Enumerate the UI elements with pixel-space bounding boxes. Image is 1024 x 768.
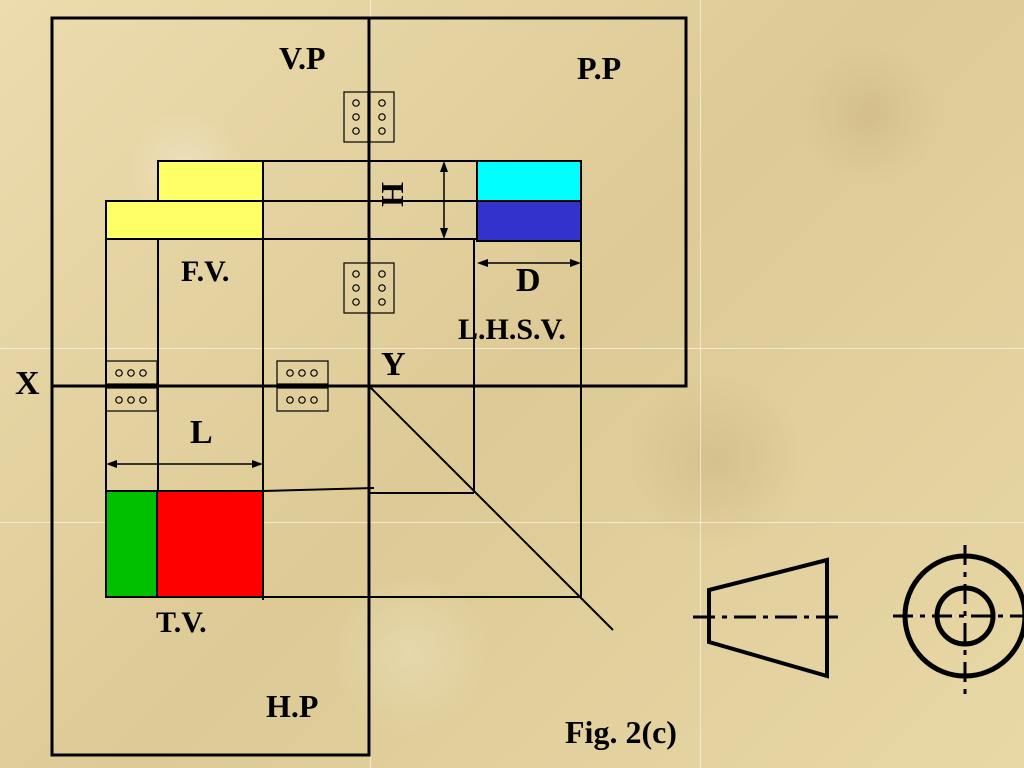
vertical-plane-label: V.P — [279, 40, 326, 76]
hinge-icon — [343, 91, 395, 143]
front-view-label: F.V. — [181, 255, 230, 288]
horizontal-plane-label: H.P — [266, 688, 319, 724]
height-dimension — [440, 161, 448, 239]
top-view-right-block — [156, 490, 264, 598]
circle-end-view-icon — [893, 545, 1024, 700]
frustum-symbol-icon — [693, 557, 845, 679]
height-dimension-label: H — [375, 182, 411, 207]
hinge-icon — [343, 262, 395, 314]
depth-dimension — [477, 259, 581, 267]
length-dimension — [106, 460, 263, 468]
side-view-upper-block — [476, 160, 582, 202]
miter-line — [368, 385, 614, 631]
hinge-icon — [105, 360, 158, 412]
x-axis-label: X — [15, 365, 40, 402]
y-axis-label: Y — [381, 346, 406, 383]
length-dimension-label: L — [190, 414, 213, 451]
figure-caption: Fig. 2(c) — [565, 714, 677, 750]
hinge-icon — [276, 360, 329, 412]
front-view-lower-block — [105, 200, 264, 240]
background-gridline — [0, 522, 1024, 523]
side-view-lower-block — [476, 200, 582, 242]
background-gridline — [0, 348, 1024, 349]
side-view-label: L.H.S.V. — [458, 313, 566, 346]
background-gridline — [700, 0, 701, 768]
profile-plane-label: P.P — [577, 50, 622, 86]
projector-line — [262, 487, 375, 492]
front-view-upper-block — [157, 160, 264, 202]
top-view-left-block — [105, 490, 158, 598]
top-view-label: T.V. — [156, 606, 207, 639]
depth-dimension-label: D — [516, 262, 541, 299]
